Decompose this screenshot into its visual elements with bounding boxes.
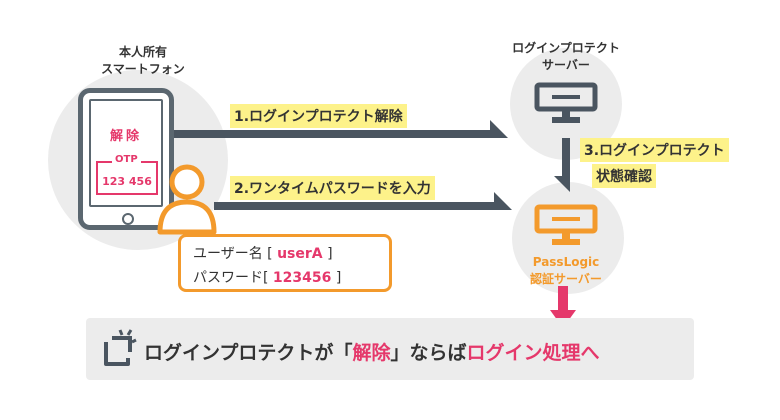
phone-title-line1: 本人所有 [118, 45, 167, 59]
username-label: ユーザー名 [ [193, 246, 273, 262]
step3-label-line1: 3.ログインプロテクト [580, 138, 729, 162]
step1-label: 1.ログインプロテクト解除 [230, 104, 407, 128]
phone-home-button [122, 213, 134, 225]
username-value: userA [277, 246, 323, 262]
passlogic-server-label-line1: PassLogic [532, 255, 600, 269]
note-icon [104, 329, 137, 366]
passlogic-server-label-line2: 認証サーバー [530, 272, 602, 286]
passlogic-server-icon [534, 204, 598, 245]
password-value: 123456 [272, 270, 332, 286]
password-close: ] [335, 270, 342, 286]
protect-server-label-line1: ログインプロテクト [512, 41, 620, 55]
phone-unlock-text: 解除 [109, 129, 142, 144]
result-banner: ログインプロテクトが「解除」ならばログイン処理へ [86, 318, 694, 380]
password-label: パスワード[ [193, 270, 269, 286]
phone-screen: 解除 OTP 123 456 [89, 99, 163, 207]
step3-label-line2: 状態確認 [592, 164, 656, 188]
arrow-step3 [554, 138, 570, 192]
banner-text-middle: ならば [409, 342, 467, 364]
banner-quote-close: 」 [390, 342, 410, 364]
banner-text-before: ログインプロテクトが [144, 342, 334, 364]
protect-server-icon [534, 82, 598, 123]
credentials-bubble: ユーザー名 [ userA ] パスワード[ 123456 ] [178, 234, 392, 292]
arrow-step1 [174, 120, 508, 138]
step2-label: 2.ワンタイムパスワードを入力 [230, 176, 435, 200]
otp-box: OTP 123 456 [96, 154, 158, 195]
arrow-step2 [214, 192, 512, 210]
phone-title-line2: スマートフォン [101, 62, 185, 76]
smartphone: 解除 OTP 123 456 [78, 88, 174, 230]
passlogic-server-label: PassLogic 認証サーバー [498, 254, 634, 288]
banner-quote-value: 解除 [352, 342, 391, 364]
banner-quote-open: 「 [333, 342, 353, 364]
banner-text-end: ログイン処理へ [466, 342, 600, 364]
username-line: ユーザー名 [ userA ] [193, 243, 333, 263]
otp-value: 123 456 [102, 175, 152, 188]
banner-text: ログインプロテクトが「解除」ならばログイン処理へ [144, 338, 600, 365]
protect-server-label: ログインプロテクト サーバー [496, 40, 636, 74]
step3-label: 3.ログインプロテクト 状態確認 [580, 138, 730, 188]
protect-server-label-line2: サーバー [542, 58, 590, 72]
user-icon [157, 164, 217, 235]
username-close: ] [327, 246, 333, 262]
otp-label: OTP [112, 154, 141, 165]
phone-title: 本人所有 スマートフォン [88, 44, 198, 78]
password-line: パスワード[ 123456 ] [193, 267, 341, 287]
